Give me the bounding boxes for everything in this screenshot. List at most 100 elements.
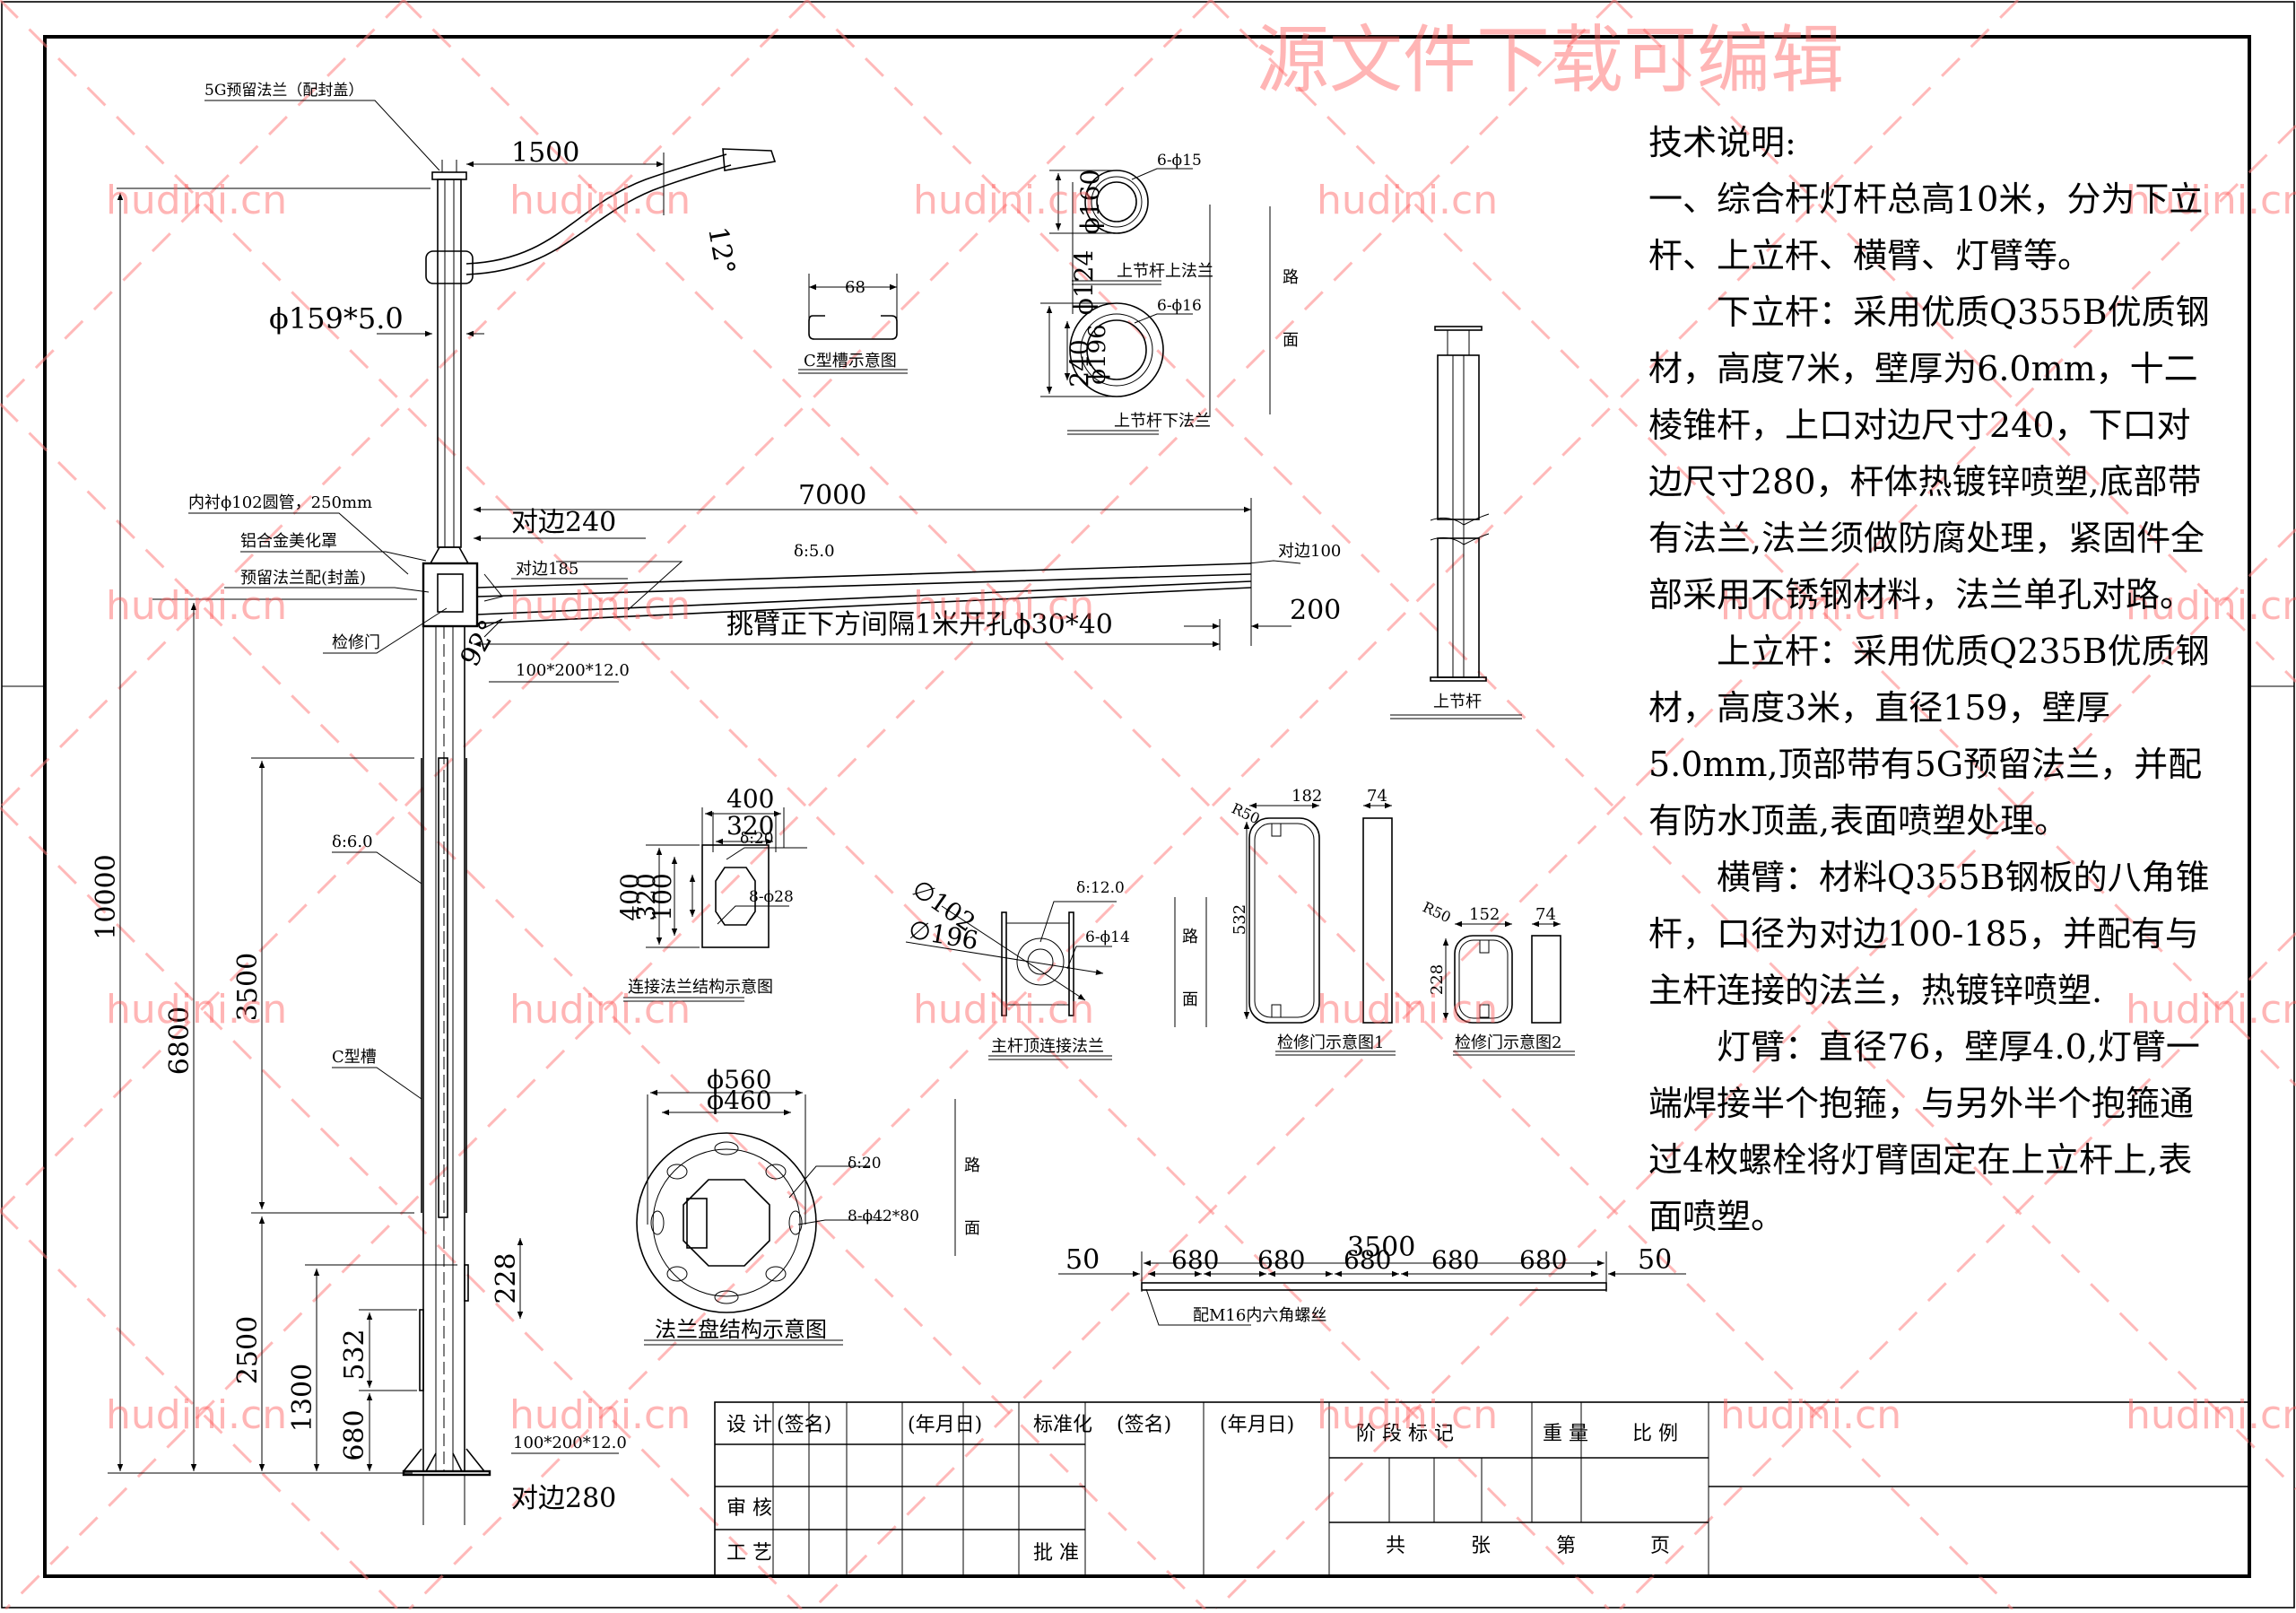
base-caption: 法兰盘结构示意图 bbox=[655, 1317, 827, 1342]
conn-bolts: 8-ϕ28 bbox=[749, 888, 794, 906]
dim-door-height: 532 bbox=[339, 1329, 370, 1380]
c-channel-rail bbox=[1058, 1251, 1686, 1326]
watermark-site-7: hudini.cn bbox=[509, 583, 691, 629]
watermark-site-18: hudini.cn bbox=[1317, 1392, 1498, 1438]
c-channel-caption: C型槽示意图 bbox=[804, 352, 897, 371]
watermark-site-15: hudini.cn bbox=[2126, 987, 2296, 1033]
arm-root-across-flats: 对边185 bbox=[516, 560, 578, 579]
upper-bottom-dia: ϕ196 bbox=[1084, 324, 1111, 384]
conn-outer-width: 400 bbox=[726, 784, 774, 814]
conn-bolt-spacing-v: 320 bbox=[631, 873, 661, 920]
notes-paragraph-2: 下立杆：采用优质Q355B优质钢材，高度7米，壁厚为6.0mm，十二棱锥杆，上口… bbox=[1648, 292, 2210, 615]
dim-channel: 3500 bbox=[232, 953, 264, 1021]
tb-approve: 批 准 bbox=[1033, 1542, 1079, 1565]
door1-depth: 74 bbox=[1367, 787, 1387, 806]
door2-radius: R50 bbox=[1420, 898, 1453, 926]
technical-notes: 技术说明: 一、综合杆灯杆总高10米，分为下立杆、上立杆、横臂、灯臂等。 下立杆… bbox=[1648, 115, 2222, 1245]
tb-sheets: 张 bbox=[1471, 1535, 1491, 1557]
arm-hole-note: 挑臂正下方间隔1米开孔ϕ30*40 bbox=[726, 609, 1113, 641]
upper-top-dia: ϕ160 bbox=[1075, 170, 1105, 235]
tb-nth: 第 bbox=[1556, 1535, 1576, 1557]
upper-bottom-caption: 上节杆下法兰 bbox=[1114, 412, 1211, 431]
tb-weight: 重 量 bbox=[1543, 1423, 1588, 1445]
arm-tip-offset: 200 bbox=[1290, 595, 1341, 626]
connecting-flange bbox=[623, 807, 807, 1002]
conn-outer-height: 400 bbox=[615, 873, 645, 920]
top-conn-bolts: 6-ϕ14 bbox=[1085, 929, 1130, 946]
dim-total-height: 10000 bbox=[91, 854, 122, 939]
tb-design: 设 计 bbox=[726, 1414, 772, 1436]
rail-total: 3500 bbox=[1347, 1232, 1415, 1263]
upper-top-bolts: 6-ϕ15 bbox=[1157, 152, 1202, 170]
inner-tube-label: 内衬ϕ102圆管，250mm bbox=[188, 493, 372, 512]
dim-door-base: 680 bbox=[339, 1409, 370, 1460]
watermark-site-4: hudini.cn bbox=[1317, 178, 1498, 223]
watermark-site-11: hudini.cn bbox=[106, 987, 287, 1033]
base-outer-dia: ϕ560 bbox=[707, 1065, 772, 1094]
reserved-flange-label: 预留法兰配(封盖) bbox=[240, 569, 366, 588]
watermark-title: 源文件下载可编辑 bbox=[1256, 18, 1844, 103]
top-across-flats: 对边240 bbox=[511, 507, 616, 538]
tb-scale: 比 例 bbox=[1632, 1423, 1678, 1445]
tb-review: 审 核 bbox=[726, 1497, 772, 1520]
watermark-site-1: hudini.cn bbox=[106, 178, 287, 223]
upper-bottom-outer: 240 bbox=[1065, 339, 1094, 387]
door1-height: 532 bbox=[1231, 904, 1249, 935]
watermark-site-16: hudini.cn bbox=[106, 1392, 287, 1438]
watermark-site-20: hudini.cn bbox=[2126, 1392, 2296, 1438]
notes-paragraph-5: 灯臂：直径76，壁厚4.0,灯臂一端焊接半个抱箍，与另外半个抱箍通过4枚螺栓将灯… bbox=[1648, 1027, 2200, 1236]
watermark-site-13: hudini.cn bbox=[913, 987, 1094, 1033]
access-door-1 bbox=[1243, 802, 1396, 1056]
notes-paragraph-4: 横臂：材料Q355B钢板的八角锥杆，口径为对边100-185，并配有与主杆连接的… bbox=[1648, 858, 2210, 1010]
upper-segment-elevation bbox=[1390, 326, 1522, 719]
conn-center-gap: 100 bbox=[648, 873, 677, 920]
door1-width: 182 bbox=[1292, 787, 1322, 806]
watermark-site-8: hudini.cn bbox=[913, 583, 1094, 629]
access-door-2 bbox=[1442, 920, 1575, 1056]
tb-page: 页 bbox=[1650, 1535, 1670, 1557]
upper-flanges bbox=[1040, 168, 1211, 435]
tb-sign1: (签名) bbox=[777, 1414, 831, 1436]
top-connecting-flange bbox=[905, 897, 1207, 1060]
top-conn-thickness: δ:12.0 bbox=[1076, 879, 1125, 897]
tb-total: 共 bbox=[1386, 1535, 1405, 1557]
door1-radius: R50 bbox=[1229, 799, 1262, 827]
arm-tip-across-flats: 对边100 bbox=[1278, 542, 1341, 561]
top-conn-road-1: 路 bbox=[1182, 928, 1198, 946]
arm-angle-dim: 12° bbox=[701, 224, 741, 276]
rail-end-right: 50 bbox=[1638, 1244, 1672, 1276]
base-across-flats: 对边280 bbox=[511, 1483, 616, 1514]
title-block-grid bbox=[714, 1401, 2250, 1577]
upper-road-label-2: 面 bbox=[1283, 331, 1299, 350]
watermark-site-5: hudini.cn bbox=[2126, 178, 2296, 223]
notes-paragraph-3: 上立杆：采用优质Q235B优质钢材，高度3米，直径159，壁厚5.0mm,顶部带… bbox=[1648, 632, 2210, 841]
conn-bolt-spacing: 320 bbox=[726, 811, 774, 841]
watermark-site-12: hudini.cn bbox=[509, 987, 691, 1033]
watermark-site-10: hudini.cn bbox=[2126, 583, 2296, 629]
door1-caption: 检修门示意图1 bbox=[1277, 1033, 1384, 1052]
watermark-site-2: hudini.cn bbox=[509, 178, 691, 223]
arm-thickness: δ:5.0 bbox=[794, 542, 835, 561]
top-flange-label: 5G预留法兰（配封盖） bbox=[204, 82, 363, 100]
arm-length-dim: 7000 bbox=[798, 480, 866, 511]
cover-label: 铝合金美化罩 bbox=[240, 532, 337, 551]
dim-channel-base: 2500 bbox=[232, 1316, 264, 1384]
base-bolt-circle: ϕ460 bbox=[707, 1086, 772, 1115]
base-plate: 100*200*12.0 bbox=[513, 1434, 627, 1452]
watermark-site-17: hudini.cn bbox=[509, 1392, 691, 1438]
base-road-1: 路 bbox=[964, 1156, 980, 1175]
arm-flange-plate: 100*200*12.0 bbox=[516, 661, 630, 680]
dim-door-small: 228 bbox=[491, 1252, 522, 1303]
conn-caption: 连接法兰结构示意图 bbox=[628, 978, 773, 997]
door2-height: 228 bbox=[1428, 964, 1447, 995]
door2-depth: 74 bbox=[1535, 905, 1556, 924]
tb-date2: (年月日) bbox=[1220, 1414, 1294, 1436]
top-conn-caption: 主杆顶连接法兰 bbox=[991, 1037, 1104, 1056]
rail-bolt-note: 配M16内六角螺丝 bbox=[1193, 1306, 1326, 1325]
base-flange bbox=[636, 1089, 956, 1346]
door2-caption: 检修门示意图2 bbox=[1455, 1033, 1561, 1052]
upper-road-label-1: 路 bbox=[1283, 268, 1299, 287]
notes-heading: 技术说明: bbox=[1648, 123, 1796, 162]
